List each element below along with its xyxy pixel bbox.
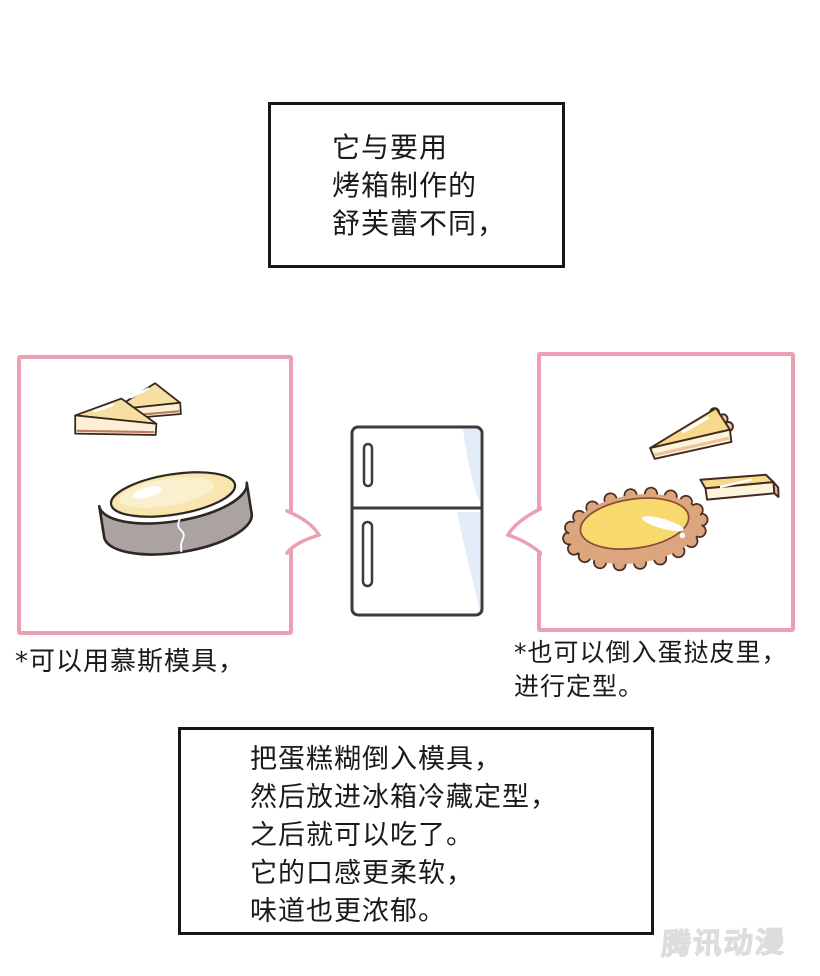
caption-line: *也可以倒入蛋挞皮里， [514, 638, 788, 667]
caption-line: 进行定型。 [514, 672, 645, 701]
watermark: 腾讯动漫 [660, 924, 788, 962]
narration-line: 烤箱制作的 [332, 169, 478, 202]
narration-line: 把蛋糕糊倒入模具， [250, 744, 502, 775]
mousse-mold-illustration [97, 471, 254, 556]
caption-egg-tart: *也可以倒入蛋挞皮里， 进行定型。 [514, 636, 788, 704]
narration-box-top: 它与要用 烤箱制作的 舒芙蕾不同， [268, 102, 565, 268]
refrigerator-illustration [350, 425, 484, 617]
speech-tail-right [505, 506, 542, 556]
narration-line: 它的口感更柔软， [250, 858, 474, 889]
narration-box-bottom: 把蛋糕糊倒入模具， 然后放进冰箱冷藏定型， 之后就可以吃了。 它的口感更柔软， … [178, 727, 654, 935]
speech-tail-left [285, 509, 322, 555]
panel-mousse-mold [17, 355, 293, 635]
tart-slice-illustration [699, 473, 780, 501]
tart-slice-illustration [649, 407, 734, 460]
narration-line: 味道也更浓郁。 [250, 896, 446, 927]
caption-mousse-mold: *可以用慕斯模具， [15, 647, 246, 677]
narration-line: 然后放进冰箱冷藏定型， [250, 782, 558, 813]
panel-egg-tart [537, 352, 795, 632]
narration-line: 它与要用 [332, 131, 449, 164]
fridge-handle-bottom [361, 520, 374, 588]
cheesecake-slices-illustration [74, 382, 182, 436]
fridge-handle-top [362, 442, 374, 488]
narration-line: 之后就可以吃了。 [250, 820, 474, 851]
egg-tart-illustration [562, 486, 709, 572]
narration-line: 舒芙蕾不同， [332, 207, 507, 240]
